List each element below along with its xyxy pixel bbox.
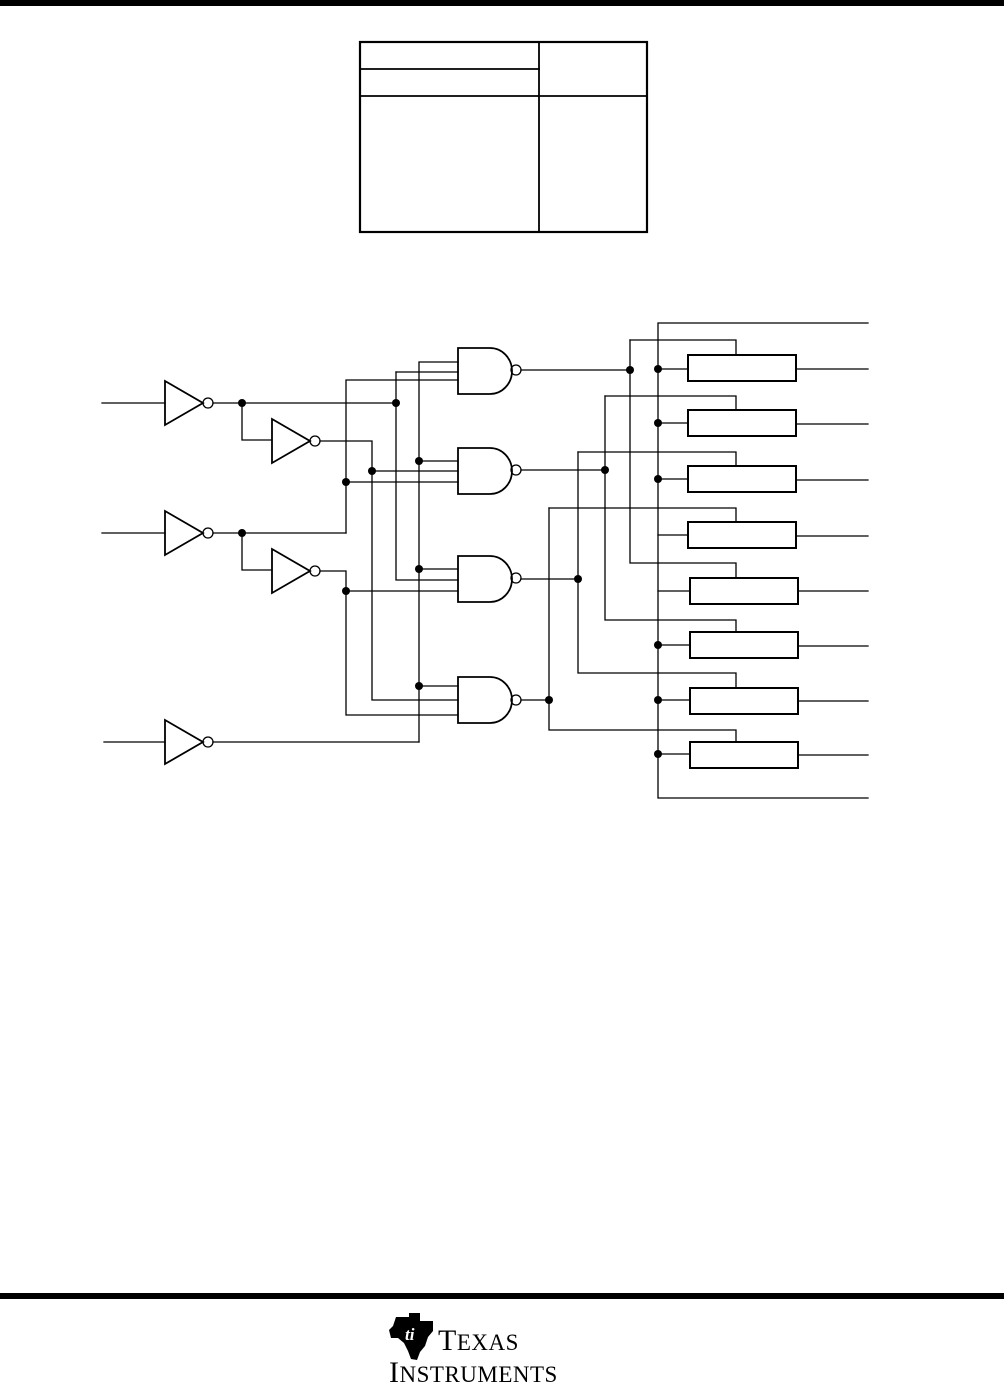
input-buffer-a — [101, 379, 397, 427]
output-block-4 — [687, 521, 797, 549]
header-rule — [0, 0, 1004, 6]
output-blocks — [687, 354, 799, 769]
select-bus — [345, 361, 459, 743]
output-block-6 — [689, 631, 799, 659]
output-distribution — [548, 322, 869, 799]
output-block-7 — [689, 687, 799, 715]
nand-gate-1 — [457, 347, 631, 395]
input-buffer-b — [101, 509, 347, 557]
output-block-1 — [687, 354, 797, 382]
texas-instruments-logo: ti TEXAS INSTRUMENTS — [389, 1313, 558, 1385]
output-block-8 — [689, 741, 799, 769]
nand-gate-2 — [457, 447, 606, 495]
brand-line-2: INSTRUMENTS — [389, 1356, 558, 1385]
inverter-b — [241, 532, 459, 716]
logic-diagram — [101, 322, 869, 799]
output-lines — [795, 368, 869, 756]
nand-gate-4 — [457, 676, 550, 724]
inverter-a — [241, 402, 459, 701]
footer-rule — [0, 1293, 1004, 1299]
junction-dots — [238, 365, 662, 758]
function-table — [358, 40, 649, 234]
output-block-2 — [687, 409, 797, 437]
ti-state-icon-mark: ti — [405, 1325, 415, 1344]
output-block-5 — [689, 577, 799, 605]
output-block-3 — [687, 465, 797, 493]
ti-state-icon — [389, 1313, 433, 1360]
brand-line-1: TEXAS — [438, 1324, 519, 1357]
function-table-border — [358, 40, 649, 234]
nand-gate-3 — [457, 555, 579, 603]
input-buffer-c — [103, 718, 420, 766]
